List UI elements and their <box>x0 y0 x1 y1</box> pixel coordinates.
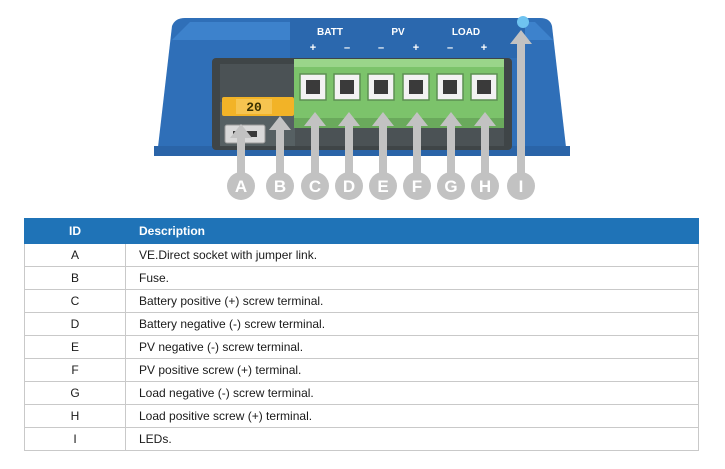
screw-head <box>306 80 320 94</box>
callout-arrow-head <box>269 116 291 130</box>
callout-letter: I <box>519 177 524 196</box>
callout-circle <box>369 172 397 200</box>
callout-arrow-shaft <box>379 126 387 174</box>
callout-letter: G <box>444 177 457 196</box>
callout-arrow-head <box>372 112 394 126</box>
polarity-label: – <box>378 42 384 54</box>
callout-arrows: A B C D E F G H I <box>227 30 535 200</box>
terminal-block <box>294 59 504 128</box>
polarity-label: – <box>447 42 453 54</box>
callout-letter: E <box>377 177 388 196</box>
callout-arrow-shaft <box>237 138 245 174</box>
screw-head <box>340 80 354 94</box>
fuse-label: 20 <box>246 100 262 115</box>
callout-arrow-head <box>510 30 532 44</box>
callout-arrow-head <box>474 112 496 126</box>
screw-head <box>443 80 457 94</box>
polarity-label: – <box>344 42 350 54</box>
screw-head <box>409 80 423 94</box>
callout-circle <box>403 172 431 200</box>
row-description: Battery positive (+) screw terminal. <box>125 289 699 313</box>
terminal-group-label: LOAD <box>452 27 480 38</box>
led-indicator <box>517 16 529 28</box>
callout-circle <box>301 172 329 200</box>
polarity-label: + <box>481 42 487 54</box>
row-description: LEDs. <box>125 427 699 451</box>
callout-arrow-head <box>230 124 252 138</box>
terminal-group-label: PV <box>391 27 405 38</box>
callout-arrow-head <box>304 112 326 126</box>
callout-circle <box>335 172 363 200</box>
callout-arrow-shaft <box>447 126 455 174</box>
fuse: 20 <box>222 97 294 116</box>
row-id: F <box>24 358 126 382</box>
row-id: H <box>24 404 126 428</box>
screw-head <box>374 80 388 94</box>
row-id: C <box>24 289 126 313</box>
table-header-row: ID Description <box>24 218 699 244</box>
row-description: Fuse. <box>125 266 699 290</box>
callout-circle <box>437 172 465 200</box>
screw-terminals <box>299 73 498 101</box>
row-description: Load positive screw (+) terminal. <box>125 404 699 428</box>
callout-arrow-shaft <box>276 130 284 174</box>
callout-circle <box>227 172 255 200</box>
row-id: E <box>24 335 126 359</box>
row-id: I <box>24 427 126 451</box>
callout-arrow-head <box>406 112 428 126</box>
header-id: ID <box>24 218 126 244</box>
callout-arrow-head <box>440 112 462 126</box>
row-description: VE.Direct socket with jumper link. <box>125 243 699 267</box>
row-id: A <box>24 243 126 267</box>
row-description: Load negative (-) screw terminal. <box>125 381 699 405</box>
callout-arrow-shaft <box>311 126 319 174</box>
polarity-label: + <box>310 42 316 54</box>
callout-letter: D <box>343 177 355 196</box>
callout-letter: B <box>274 177 286 196</box>
callout-circle <box>507 172 535 200</box>
callout-circle <box>471 172 499 200</box>
callout-letter: C <box>309 177 321 196</box>
polarity-label: + <box>413 42 419 54</box>
screw-head <box>477 80 491 94</box>
terminal-group-label: BATT <box>317 27 343 38</box>
row-id: D <box>24 312 126 336</box>
row-description: PV negative (-) screw terminal. <box>125 335 699 359</box>
callout-arrow-shaft <box>345 126 353 174</box>
row-description: PV positive screw (+) terminal. <box>125 358 699 382</box>
callout-circle <box>266 172 294 200</box>
callout-arrow-head <box>338 112 360 126</box>
row-id: B <box>24 266 126 290</box>
callout-arrow-shaft <box>517 44 525 174</box>
callout-arrow-shaft <box>413 126 421 174</box>
callout-letter: F <box>412 177 422 196</box>
header-description: Description <box>125 218 699 244</box>
row-id: G <box>24 381 126 405</box>
row-description: Battery negative (-) screw terminal. <box>125 312 699 336</box>
callout-arrow-shaft <box>481 126 489 174</box>
callout-letter: H <box>479 177 491 196</box>
callout-letter: A <box>235 177 247 196</box>
